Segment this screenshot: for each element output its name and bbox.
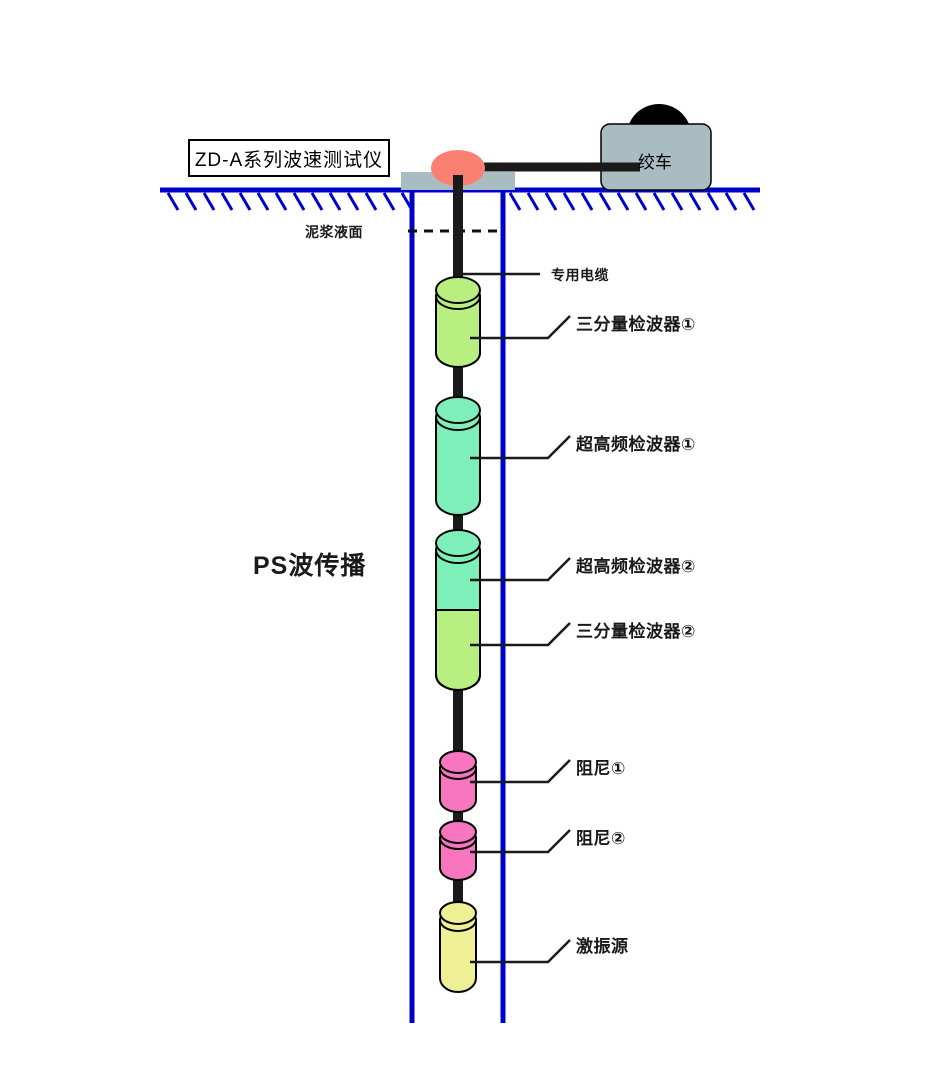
- winch-label-wrap: 绞车: [600, 146, 710, 174]
- winch-body: [600, 123, 712, 191]
- component-uhf2: [436, 549, 480, 610]
- component-geo3c1: [435, 276, 481, 368]
- instrument-title-box: ZD-A系列波速测试仪: [188, 139, 390, 177]
- leader-damp1: [470, 759, 571, 784]
- callout-label-damp2: 阻尼②: [576, 829, 626, 848]
- component-damp2: [439, 820, 477, 881]
- component-uhf2-geo3c2: [435, 529, 481, 691]
- pulley-wheel: [431, 150, 485, 186]
- leader-geo3c2: [470, 622, 571, 647]
- component-source: [439, 901, 477, 993]
- instrument-title-label: ZD-A系列波速测试仪: [194, 149, 384, 171]
- callout-leader-lines: [458, 272, 571, 964]
- callout-label-geo3c1: 三分量检波器①: [576, 315, 696, 334]
- component-damp1: [439, 750, 477, 813]
- callout-label-source: 激振源: [576, 937, 629, 956]
- leader-source: [470, 939, 571, 964]
- callout-label-uhf1: 超高频检波器①: [576, 435, 696, 454]
- mud-level-label: 泥浆液面: [305, 224, 363, 240]
- callout-label-geo3c2: 三分量检波器②: [576, 622, 696, 641]
- component-uhf1: [435, 396, 481, 516]
- ps-wave-label: PS波传播: [253, 552, 367, 580]
- borehole-walls: [409, 190, 506, 1023]
- leader-damp2: [470, 829, 571, 854]
- winch-label: 绞车: [638, 152, 672, 172]
- winch-assembly: [600, 104, 712, 191]
- leader-geo3c1: [470, 315, 571, 340]
- callout-label-cable: 专用电缆: [551, 267, 609, 283]
- leader-uhf2: [470, 557, 571, 582]
- callout-label-uhf2: 超高频检波器②: [576, 557, 696, 576]
- callout-label-damp1: 阻尼①: [576, 759, 626, 778]
- leader-uhf1: [470, 435, 571, 460]
